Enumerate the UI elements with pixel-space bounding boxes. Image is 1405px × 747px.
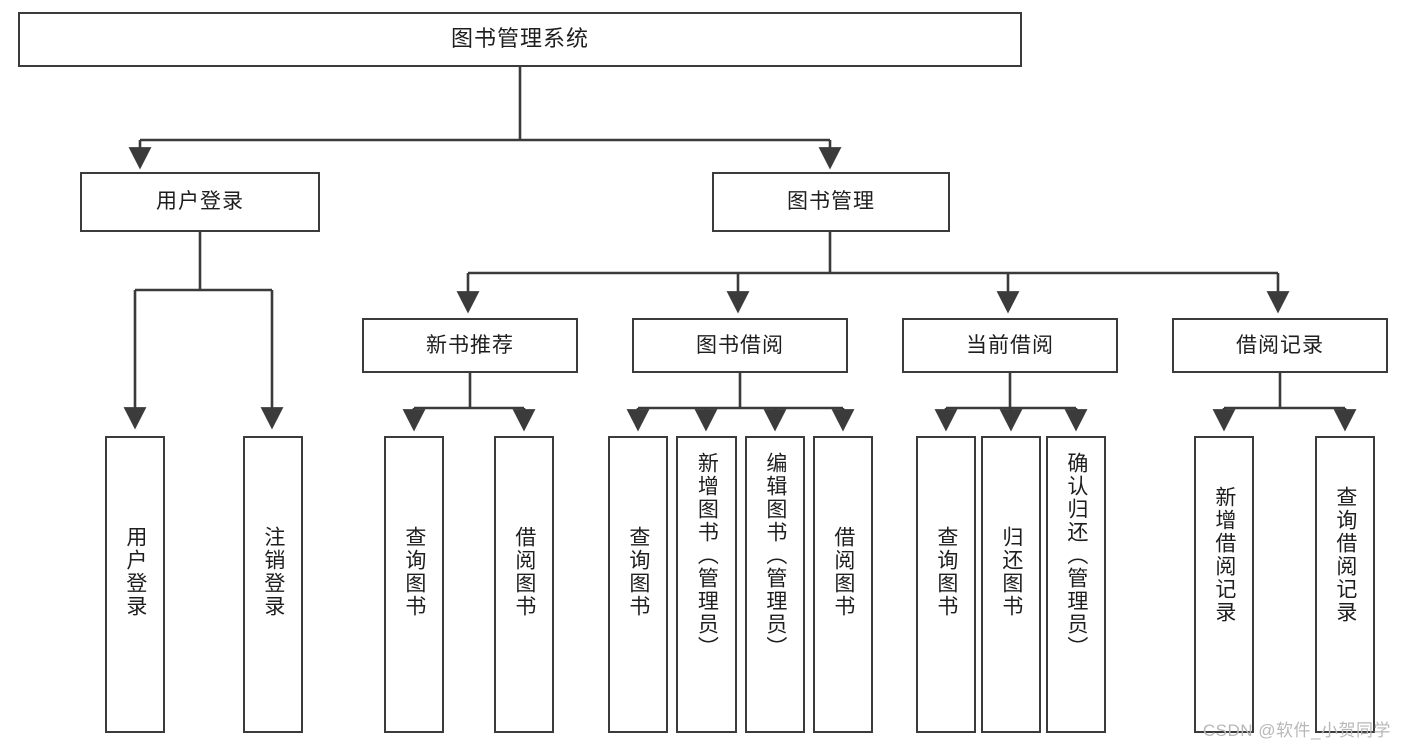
leaf-current-borrow-return[interactable]: 归还图书 [981, 436, 1041, 733]
node-label: 借阅记录 [1236, 333, 1324, 357]
node-label: 借阅图书 [512, 526, 536, 618]
node-borrow-record[interactable]: 借阅记录 [1172, 318, 1388, 373]
leaf-borrow-record-add[interactable]: 新增借阅记录 [1194, 436, 1254, 733]
node-label: 新增借阅记录 [1212, 486, 1236, 624]
node-label: 当前借阅 [966, 333, 1054, 357]
watermark-text: CSDN @软件_小贺同学 [1202, 721, 1391, 740]
node-label: 新书推荐 [426, 333, 514, 357]
node-label: 注销登录 [261, 526, 285, 618]
node-label: 查询图书 [402, 526, 426, 618]
node-label: 图书管理系统 [450, 26, 589, 52]
node-label: 用户登录 [156, 190, 244, 214]
leaf-book-borrow-query[interactable]: 查询图书 [608, 436, 668, 733]
leaf-current-borrow-query[interactable]: 查询图书 [916, 436, 976, 733]
node-root-system[interactable]: 图书管理系统 [18, 12, 1022, 67]
node-current-borrow[interactable]: 当前借阅 [902, 318, 1118, 373]
node-label: 图书管理 [787, 190, 875, 214]
node-label: 查询借阅记录 [1333, 486, 1357, 624]
node-label: 借阅图书 [831, 526, 855, 618]
node-new-book-recommend[interactable]: 新书推荐 [362, 318, 578, 373]
leaf-new-book-query[interactable]: 查询图书 [384, 436, 444, 733]
leaf-book-borrow-edit[interactable]: 编辑图书（管理员） [745, 436, 805, 733]
node-label: 查询图书 [626, 526, 650, 618]
leaf-book-borrow-borrow[interactable]: 借阅图书 [813, 436, 873, 733]
leaf-user-login-login[interactable]: 用户登录 [105, 436, 165, 733]
node-user-login[interactable]: 用户登录 [80, 172, 320, 232]
leaf-user-login-logout[interactable]: 注销登录 [243, 436, 303, 733]
node-label: 图书借阅 [696, 333, 784, 357]
leaf-book-borrow-add[interactable]: 新增图书（管理员） [676, 436, 737, 733]
leaf-borrow-record-query[interactable]: 查询借阅记录 [1315, 436, 1375, 733]
node-label: 用户登录 [123, 526, 147, 618]
leaf-current-borrow-confirm-return[interactable]: 确认归还（管理员） [1046, 436, 1106, 733]
node-label: 新增图书（管理员） [695, 452, 719, 659]
node-label: 查询图书 [934, 526, 958, 618]
node-label: 归还图书 [999, 526, 1023, 618]
node-book-borrow[interactable]: 图书借阅 [632, 318, 848, 373]
leaf-new-book-borrow[interactable]: 借阅图书 [494, 436, 554, 733]
node-label: 确认归还（管理员） [1064, 452, 1088, 659]
node-label: 编辑图书（管理员） [763, 452, 787, 659]
node-book-management[interactable]: 图书管理 [712, 172, 950, 232]
